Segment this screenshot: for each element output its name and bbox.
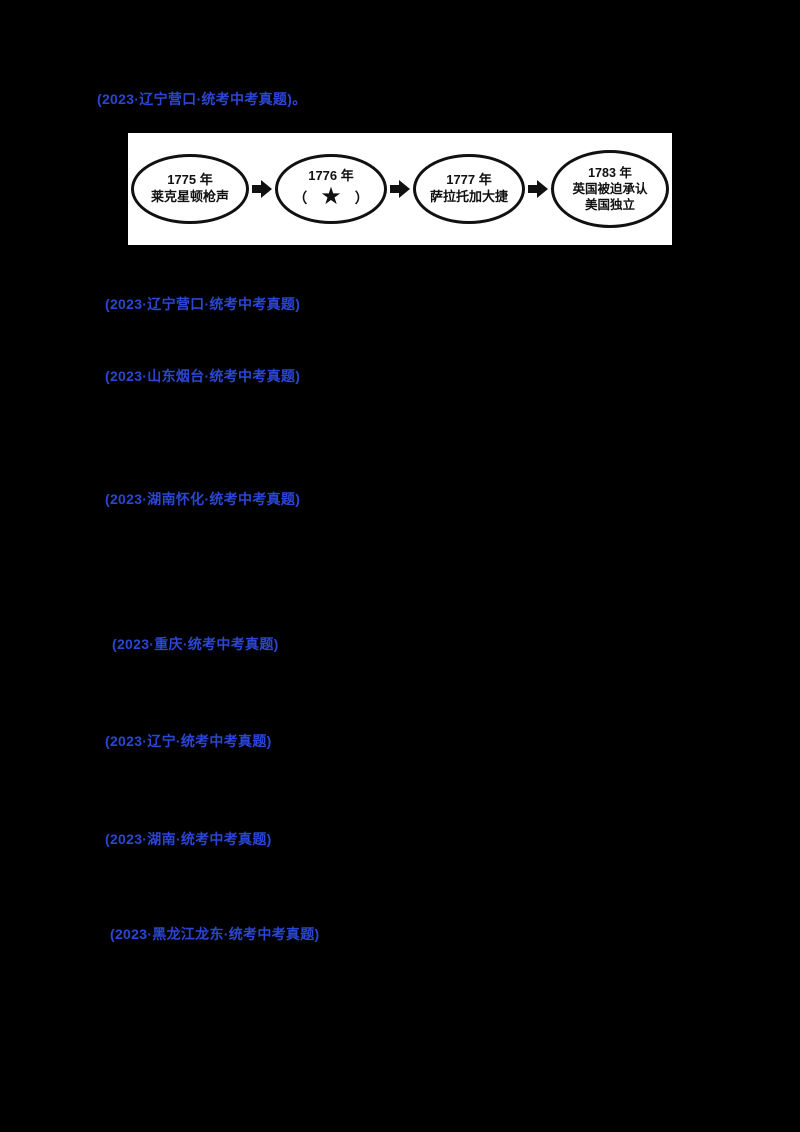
node-year: 1776 年 xyxy=(308,167,354,183)
timeline-node-1776: 1776 年 （ ★ ） xyxy=(275,154,387,224)
paren-open: （ xyxy=(293,190,308,207)
timeline-node-1783: 1783 年 英国被迫承认 美国独立 xyxy=(551,150,669,228)
arrow-head xyxy=(399,180,410,198)
question-source-tag-2: (2023·辽宁营口·统考中考真题) xyxy=(105,296,301,312)
timeline-diagram: 1775 年 莱克星顿枪声 1776 年 （ ★ ） 1777 年 萨拉托加大捷 xyxy=(128,133,672,245)
node-event-line1: 英国被迫承认 xyxy=(572,181,648,196)
question-source-tag-7: (2023·湖南·统考中考真题) xyxy=(105,831,272,847)
node-event: 萨拉托加大捷 xyxy=(429,189,508,204)
question-source-tag-8: (2023·黑龙江龙东·统考中考真题) xyxy=(110,926,320,942)
arrow-head xyxy=(537,180,548,198)
arrow-right-icon xyxy=(252,180,272,198)
node-event: 莱克星顿枪声 xyxy=(150,189,229,204)
star-icon: ★ xyxy=(320,183,342,211)
question-source-tag-4: (2023·湖南怀化·统考中考真题) xyxy=(105,491,301,507)
question-source-tag-6: (2023·辽宁·统考中考真题) xyxy=(105,733,272,749)
question-source-tag-3: (2023·山东烟台·统考中考真题) xyxy=(105,368,301,384)
question-source-tag-5: (2023·重庆·统考中考真题) xyxy=(112,636,279,652)
timeline-node-1777: 1777 年 萨拉托加大捷 xyxy=(413,154,525,224)
node-year: 1783 年 xyxy=(588,165,632,180)
question-source-tag-1: (2023·辽宁营口·统考中考真题)。 xyxy=(97,91,307,107)
arrow-shaft xyxy=(390,185,399,193)
paren-close: ） xyxy=(354,190,369,207)
node-year: 1775 年 xyxy=(167,172,213,188)
node-blank-answer: （ ★ ） xyxy=(293,183,369,211)
arrow-shaft xyxy=(252,185,261,193)
arrow-right-icon xyxy=(528,180,548,198)
node-event-line2: 美国独立 xyxy=(584,198,635,213)
arrow-right-icon xyxy=(390,180,410,198)
arrow-head xyxy=(261,180,272,198)
node-year: 1777 年 xyxy=(446,172,492,188)
arrow-shaft xyxy=(528,185,537,193)
timeline-node-1775: 1775 年 莱克星顿枪声 xyxy=(131,154,249,224)
